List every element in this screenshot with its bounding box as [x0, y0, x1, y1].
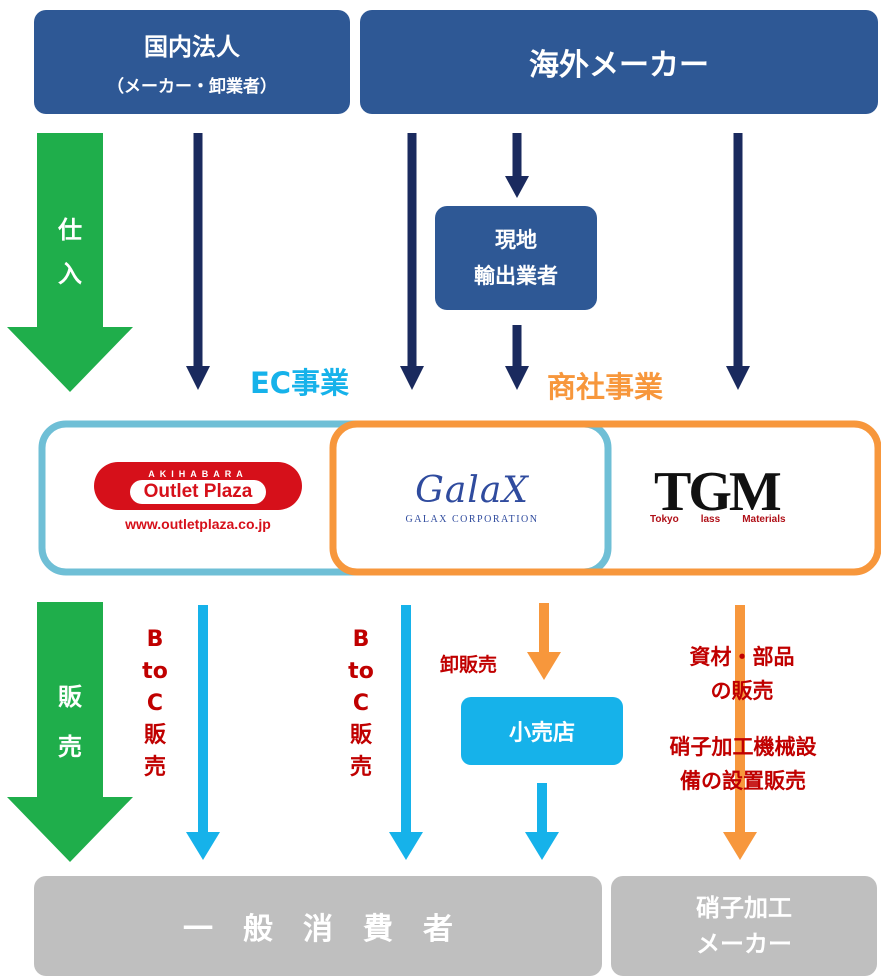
outlet-plaza-top-text: AKIHABARA [148, 468, 248, 479]
domestic-corp-title: 国内法人 [144, 33, 240, 61]
trading-business-label: 商社事業 [547, 370, 664, 404]
navy-arrow-from-exporter [505, 325, 529, 390]
exporter-line2: 輸出業者 [474, 264, 558, 288]
outlet-plaza-main-text: Outlet Plaza [129, 479, 267, 504]
wholesale-label: 卸販売 [440, 654, 498, 676]
ec-business-frame [38, 420, 612, 576]
galax-logo: GalaX GALAX CORPORATION [382, 472, 562, 536]
materials-line2: の販売 [710, 679, 774, 703]
btoc2-char-4: 販 [349, 723, 372, 748]
btoc1-char-3: C [146, 691, 164, 716]
btoc-label-2: B to C 販 売 [338, 624, 384, 784]
glass-maker-box: 硝子加工 メーカー [611, 876, 877, 976]
machinery-label: 硝子加工機械設 備の設置販売 [630, 730, 856, 798]
btoc1-char-5: 売 [143, 755, 166, 780]
outlet-plaza-logo: AKIHABARA Outlet Plaza www.outletplaza.c… [88, 462, 308, 542]
orange-arrow-materials [723, 605, 757, 860]
glass-maker-line2: メーカー [696, 930, 792, 958]
orange-arrow-wholesale [527, 603, 561, 680]
trading-business-frame [329, 420, 881, 576]
tgm-letters: TGM [654, 461, 782, 523]
machinery-line2: 備の設置販売 [680, 769, 806, 793]
btoc2-char-2: to [348, 659, 374, 684]
ec-business-label: EC事業 [250, 366, 350, 400]
overseas-maker-title: 海外メーカー [529, 48, 709, 83]
outlet-plaza-badge: AKIHABARA Outlet Plaza [94, 462, 302, 510]
btoc1-char-4: 販 [143, 723, 166, 748]
materials-label: 資材・部品 の販売 [640, 640, 844, 708]
navy-arrow-overseas-1 [400, 133, 424, 390]
navy-arrow-overseas-2 [726, 133, 750, 390]
sales-char-2: 売 [58, 733, 82, 761]
galax-script-text: GalaX [415, 470, 529, 511]
btoc-label-1: B to C 販 売 [132, 624, 178, 784]
btoc2-char-3: C [352, 691, 370, 716]
cyan-arrow-btoc-2 [389, 605, 423, 860]
cyan-arrow-retail [525, 783, 559, 860]
retail-store-box: 小売店 [461, 697, 623, 765]
navy-arrow-domestic-1 [186, 133, 210, 390]
btoc2-char-5: 売 [349, 755, 372, 780]
domestic-corp-subtitle: （メーカー・卸業者） [107, 77, 277, 97]
navy-arrow-to-exporter [505, 133, 529, 198]
tgm-word-3: Materials [742, 514, 786, 525]
purchase-label: 仕 入 [50, 208, 90, 296]
btoc1-char-2: to [142, 659, 168, 684]
machinery-line1: 硝子加工機械設 [669, 735, 817, 759]
tgm-logo: TGM Tokyo lass Materials [650, 461, 835, 536]
materials-line1: 資材・部品 [689, 645, 795, 669]
glass-maker-line1: 硝子加工 [696, 894, 792, 922]
outlet-plaza-url: www.outletplaza.co.jp [125, 516, 271, 532]
purchase-char-1: 仕 [58, 216, 82, 244]
sales-label: 販 売 [50, 672, 90, 772]
tgm-wordmark: Tokyo lass Materials [650, 514, 835, 525]
sales-char-1: 販 [58, 683, 82, 711]
general-consumers-label: 一 般 消 費 者 [183, 912, 453, 947]
tgm-word-1: Tokyo [650, 514, 679, 525]
tgm-word-2: lass [700, 514, 721, 525]
local-exporter-box: 現地 輸出業者 [435, 206, 597, 310]
btoc1-char-1: B [146, 627, 164, 652]
galax-corp-text: GALAX CORPORATION [405, 514, 539, 525]
overseas-maker-box: 海外メーカー [360, 10, 878, 114]
btoc2-char-1: B [352, 627, 370, 652]
domestic-corp-box: 国内法人 （メーカー・卸業者） [34, 10, 350, 114]
retail-store-label: 小売店 [508, 721, 575, 746]
cyan-arrow-btoc-1 [186, 605, 220, 860]
sales-arrow [7, 602, 133, 862]
general-consumers-box: 一 般 消 費 者 [34, 876, 602, 976]
purchase-arrow [7, 133, 133, 392]
purchase-char-2: 入 [58, 260, 82, 288]
exporter-line1: 現地 [495, 228, 537, 252]
